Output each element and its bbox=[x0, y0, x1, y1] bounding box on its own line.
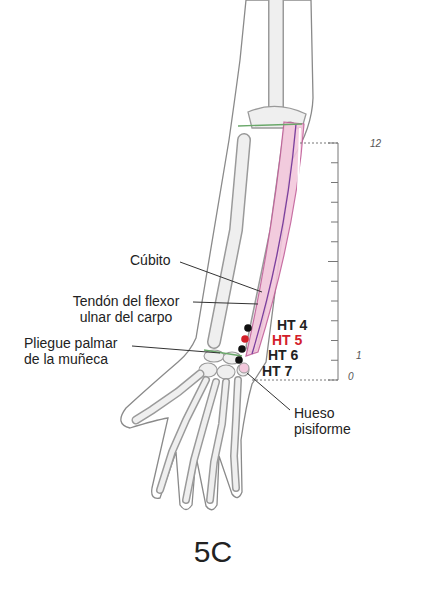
carpal-bone bbox=[237, 364, 249, 376]
radius-bone bbox=[214, 140, 244, 342]
ruler-tick bbox=[331, 241, 338, 242]
ruler-tick bbox=[331, 202, 338, 203]
radius-bone bbox=[214, 140, 244, 342]
ruler-guide bbox=[300, 143, 338, 144]
ruler-tick bbox=[331, 182, 338, 183]
humerus-bone bbox=[270, 0, 283, 108]
finger-bone bbox=[210, 382, 226, 500]
part-label: Cúbito bbox=[130, 252, 190, 268]
ruler-tick bbox=[331, 222, 338, 223]
part-label: Pliegue palmar de la muñeca bbox=[24, 335, 134, 367]
part-label: Hueso pisiforme bbox=[294, 405, 384, 437]
humerus-bone bbox=[268, 0, 284, 108]
ruler-tick bbox=[328, 261, 338, 262]
arm-outline bbox=[121, 0, 313, 510]
leader-line bbox=[180, 262, 262, 292]
scale-number: 1 bbox=[356, 350, 376, 362]
finger-bone bbox=[210, 382, 226, 500]
figure-caption: 5C bbox=[194, 535, 232, 569]
finger-bone bbox=[234, 380, 238, 488]
ruler-guide bbox=[252, 380, 338, 381]
point-label: HT 5 bbox=[272, 332, 322, 348]
point-label: HT 6 bbox=[268, 347, 318, 363]
ruler-tick bbox=[331, 301, 338, 302]
point-label: HT 7 bbox=[262, 363, 312, 379]
ruler-tick bbox=[328, 143, 338, 144]
carpal-bones bbox=[199, 350, 249, 379]
wrist-crease bbox=[204, 350, 242, 356]
acupoint-dot bbox=[235, 356, 243, 364]
proportional-ruler bbox=[252, 143, 338, 380]
leader-line bbox=[132, 346, 220, 353]
part-label: Tendón del flexor ulnar del carpo bbox=[62, 293, 190, 325]
ruler-tick bbox=[328, 380, 338, 381]
finger-bone bbox=[234, 380, 238, 488]
ruler-tick bbox=[331, 340, 338, 341]
ruler-tick bbox=[331, 281, 338, 282]
acupoint-dot bbox=[244, 324, 252, 332]
elbow-crease bbox=[238, 124, 302, 126]
acupoint-dot bbox=[238, 345, 246, 353]
ruler-tick bbox=[331, 360, 338, 361]
muscle-edge bbox=[298, 128, 300, 190]
ruler-tick bbox=[331, 320, 338, 321]
leader-lines bbox=[132, 262, 290, 410]
acupoints bbox=[235, 324, 252, 364]
scale-number: 0 bbox=[348, 371, 368, 383]
carpal-bone bbox=[217, 365, 235, 379]
hand-bones bbox=[136, 374, 238, 500]
point-label: HT 4 bbox=[277, 317, 327, 333]
ruler-tick bbox=[331, 162, 338, 163]
acupoint-dot bbox=[241, 335, 249, 343]
pisiform-bone bbox=[239, 363, 249, 373]
leader-line bbox=[193, 302, 258, 304]
scale-number: 12 bbox=[370, 138, 400, 150]
